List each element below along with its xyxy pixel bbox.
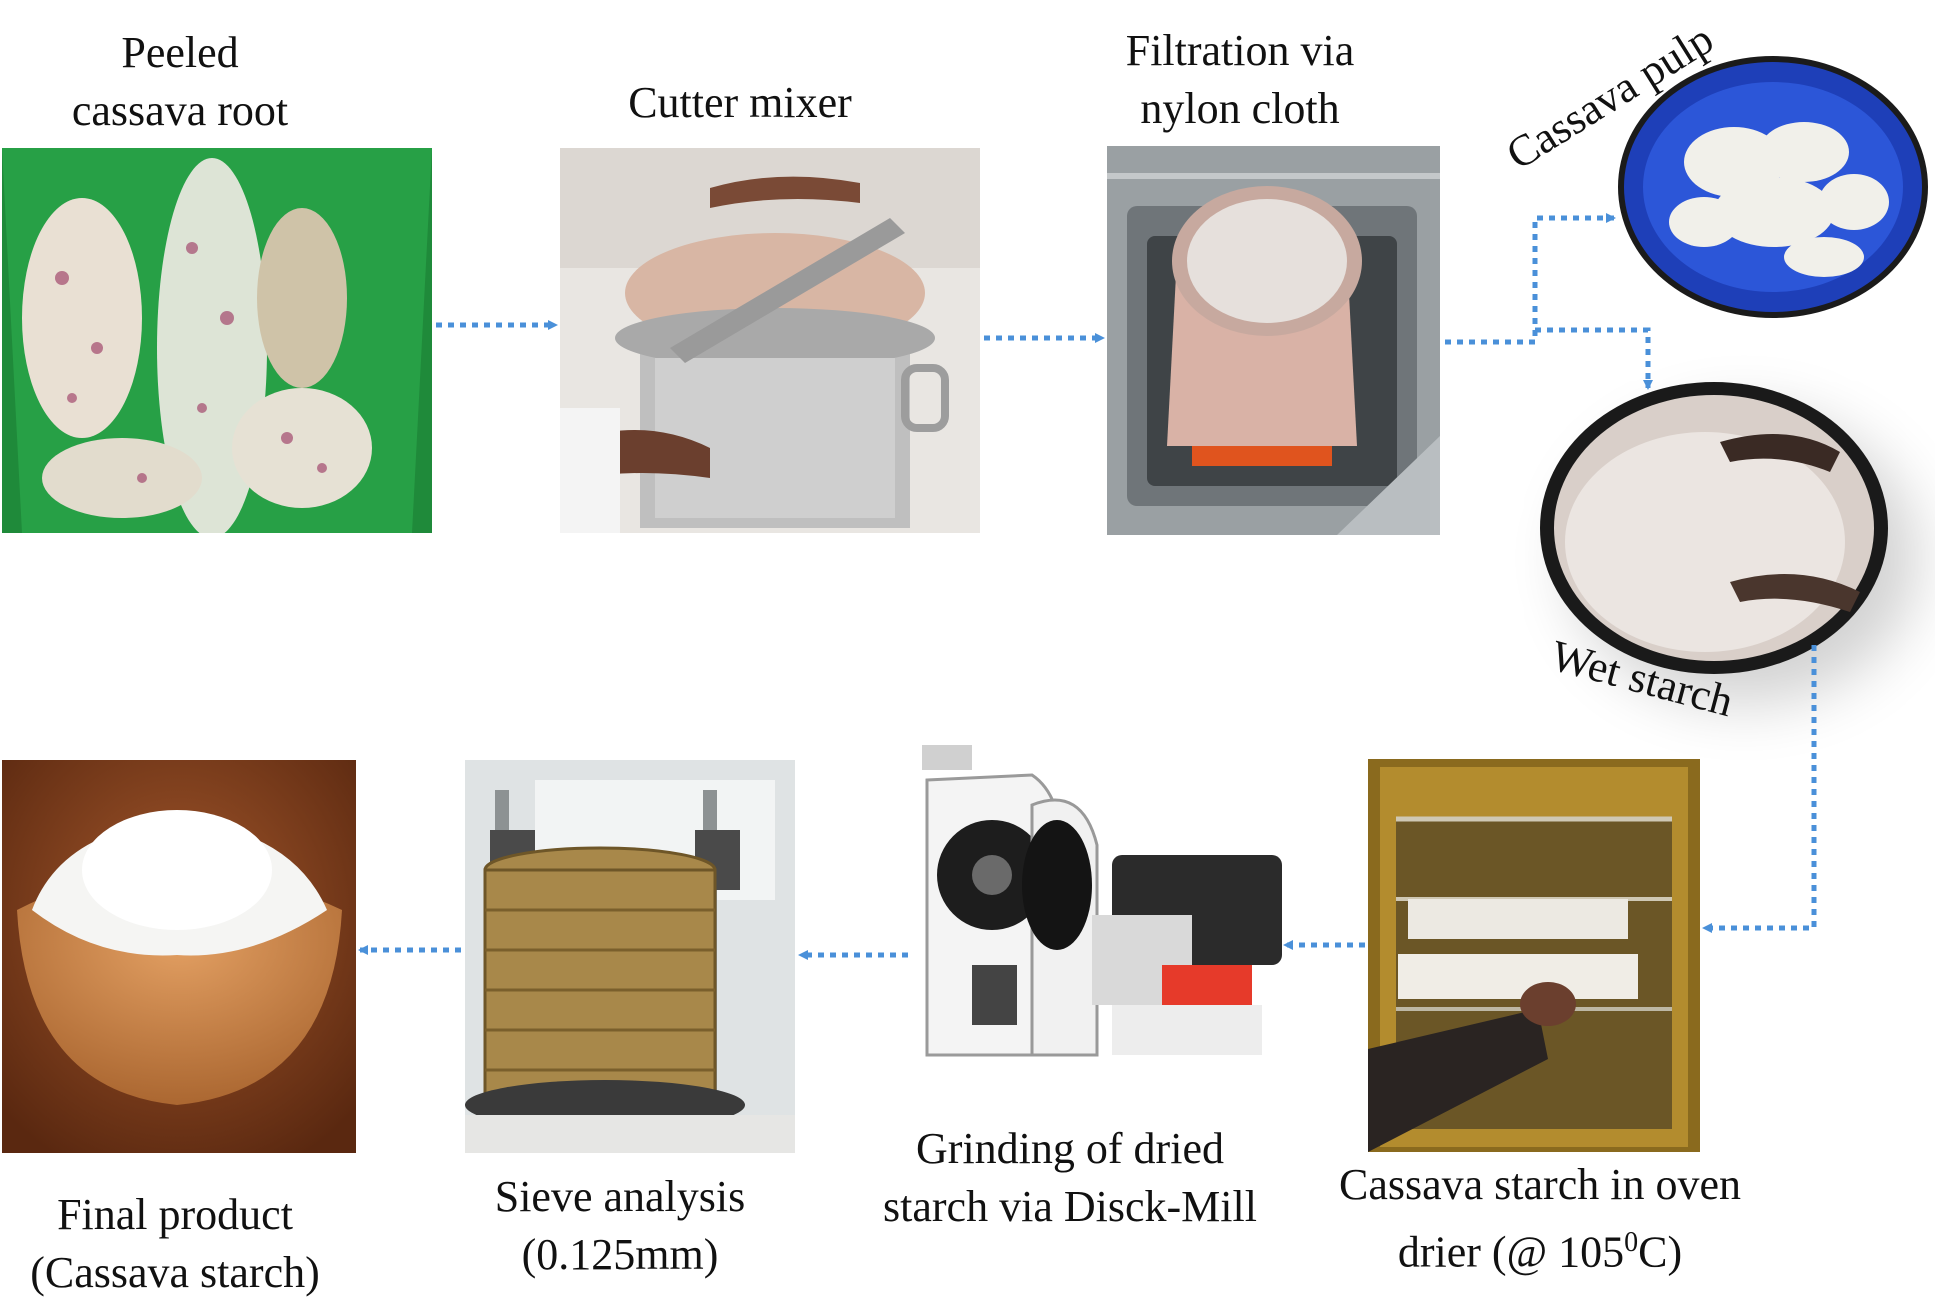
arrow-filtration-to-wet [1535, 330, 1648, 388]
arrow-wet-to-oven [1704, 645, 1814, 928]
arrow-filtration-to-pulp [1445, 218, 1614, 342]
